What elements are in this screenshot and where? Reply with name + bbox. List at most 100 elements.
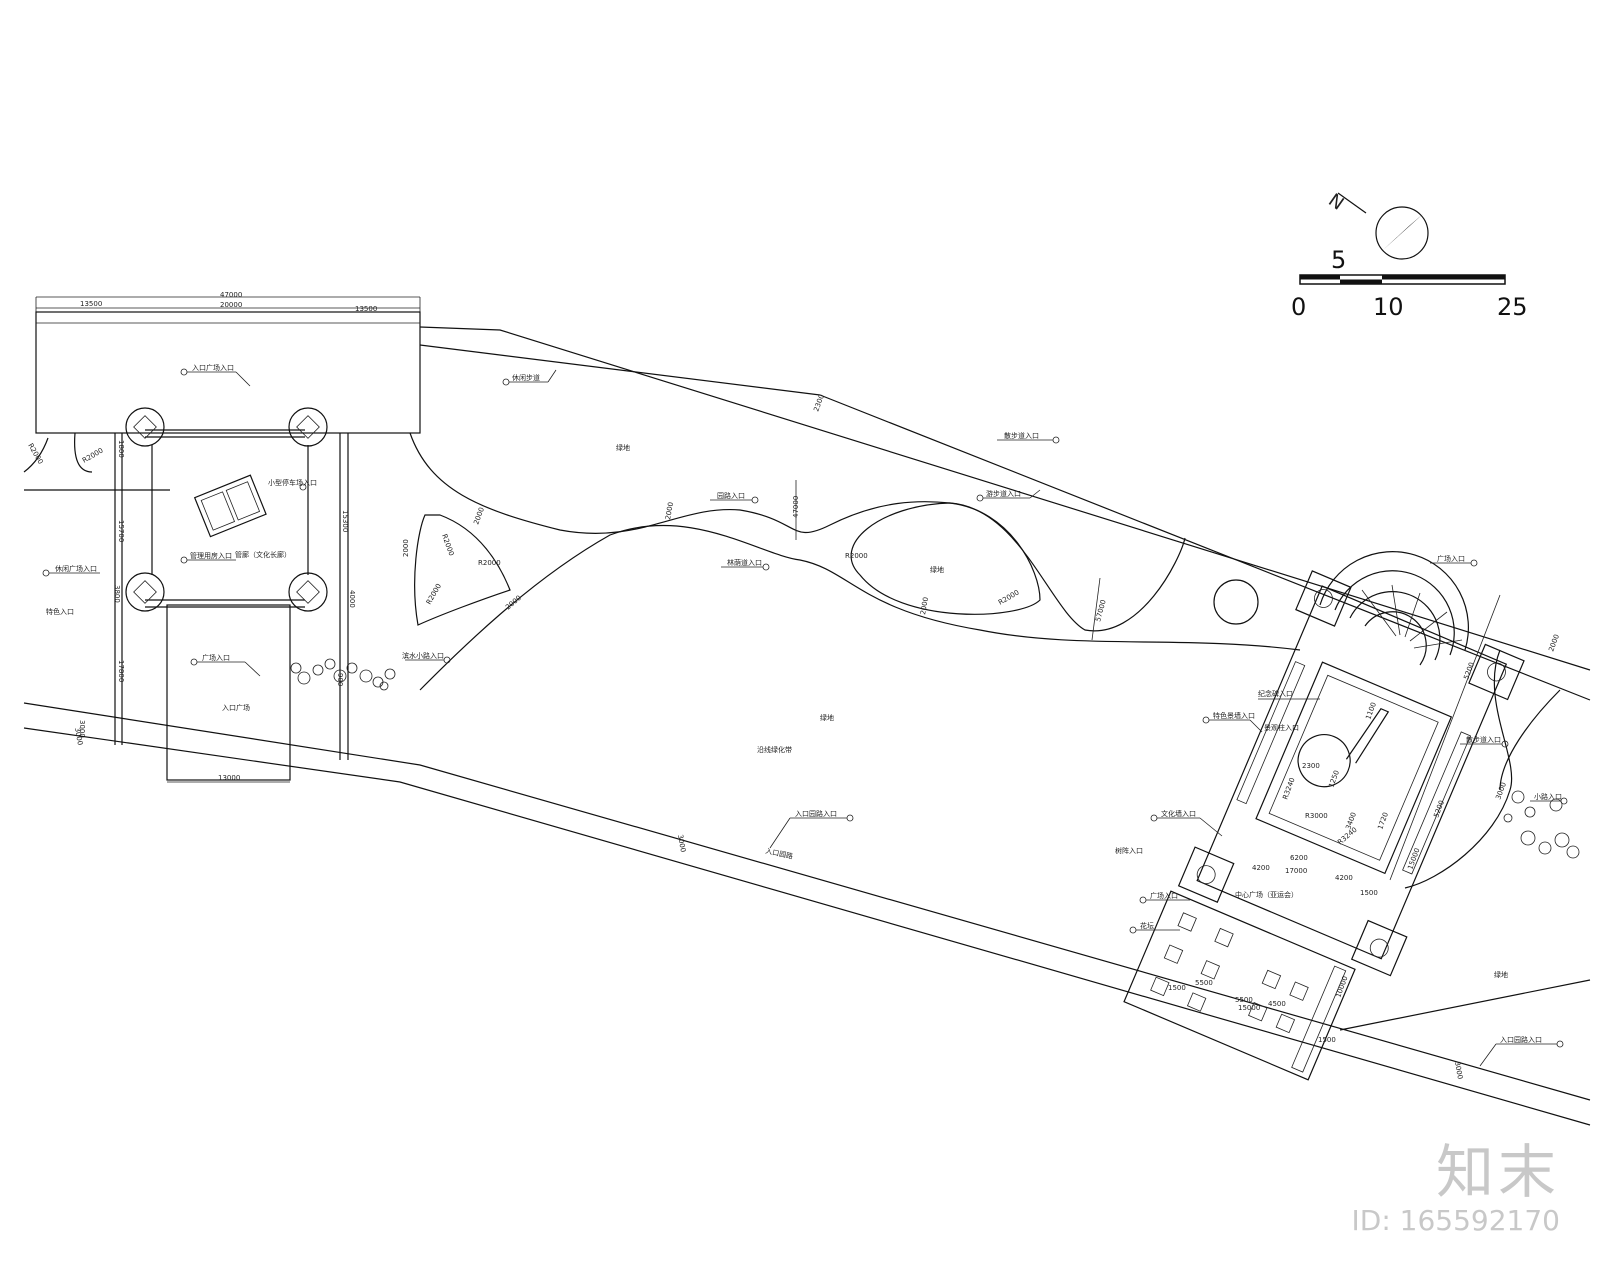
watermark-id: ID: 165592170 [1351, 1204, 1560, 1237]
dim-right-3: 4200 [1335, 874, 1353, 882]
callout-left-0: 入口广场入口 [192, 363, 234, 372]
dim-fountain-1: R3240 [1281, 777, 1296, 801]
scale-bar: 0 5 10 25 [1291, 246, 1528, 321]
dim-bottom-1: 5500 [1195, 979, 1213, 987]
dim-fountain-5: 1100 [1364, 701, 1378, 720]
scale-tick-25: 25 [1497, 293, 1528, 321]
dim-curve-3: 2000 [664, 501, 675, 520]
dim-left-3: 3000 [78, 720, 86, 738]
area-labels: 绿地 绿地 绿地 绿地 沿线绿化带 入口广场 管廊（文化长廊） 中心广场（亚运会… [222, 443, 1508, 979]
dim-curve-1: 2000 [472, 506, 486, 525]
label-lawn-2: 绿地 [820, 713, 834, 722]
dim-radius-4: R2000 [425, 582, 443, 606]
dim-road-2: 3000 [1453, 1061, 1464, 1080]
dim-bottom-3: 4500 [1268, 1000, 1286, 1008]
label-central-square: 中心广场（亚运会） [1235, 890, 1298, 899]
dim-right-9: 1500 [1360, 889, 1378, 897]
right-plaza: 4200 6200 17000 4200 5200 15000 5200 300… [1123, 551, 1561, 1081]
callout-right-6: 广场入口 [1150, 891, 1178, 900]
callout-right-9: 入口园路入口 [1500, 1035, 1542, 1044]
curved-paths: R2000 R2000 R2000 R2000 R2000 2000 2000 … [402, 432, 1301, 691]
building-block: 47000 13500 20000 13500 [35, 291, 421, 434]
label-lawn-0: 绿地 [616, 443, 630, 452]
dim-fountain-0: R3000 [1305, 812, 1328, 820]
callout-mid-2: 散步道入口 [1004, 431, 1039, 440]
scale-tick-0: 0 [1291, 293, 1306, 321]
scale-tick-10: 10 [1373, 293, 1404, 321]
callout-mid-6: 入口园路入口 [795, 809, 837, 818]
dim-right-5: 15000 [1406, 847, 1421, 871]
north-letter: N [1324, 190, 1347, 215]
label-lawn-1: 绿地 [930, 565, 944, 574]
label-road: 入口园路 [765, 846, 794, 861]
callouts: 入口广场入口 管理用房入口 休闲广场入口 特色入口 广场入口 小型停车场入口 休… [42, 363, 1568, 1067]
callout-left-2: 休闲广场入口 [55, 564, 97, 573]
dim-right-8: 1720 [1376, 811, 1390, 830]
callout-mid-4: 林荫道入口 [727, 558, 762, 567]
dim-right-1: 6200 [1290, 854, 1308, 862]
label-pavilion: 管廊（文化长廊） [235, 550, 291, 559]
callout-right-7: 花坛 [1140, 921, 1154, 930]
dim-curve-5: 57000 [1094, 599, 1107, 623]
callout-mid-0: 休闲步道 [512, 373, 540, 382]
dim-top-mid: 20000 [220, 301, 242, 309]
dim-curve-6: 2000 [919, 596, 930, 615]
callout-right-3: 纪念碑入口 [1258, 689, 1293, 698]
callout-right-8: 小路入口 [1534, 792, 1562, 801]
callout-mid-3: 游步道入口 [986, 489, 1021, 498]
scale-tick-5: 5 [1331, 246, 1346, 274]
label-entrance-plaza: 入口广场 [222, 703, 250, 712]
dim-radius-1: R2000 [81, 446, 105, 464]
dim-fountain-2: 2300 [1302, 762, 1320, 770]
dim-bottom-2: 5500 [1235, 996, 1253, 1004]
callout-left-1: 管理用房入口 [190, 551, 232, 560]
dim-right-6: 5200 [1432, 799, 1446, 818]
callout-right-4: 景观柱入口 [1264, 723, 1299, 732]
callout-right-0: 广场入口 [1437, 554, 1465, 563]
callout-left-4: 小型停车场入口 [268, 478, 317, 487]
dim-plaza-width: 13000 [218, 774, 240, 782]
dim-road-0: 3000 [73, 727, 84, 746]
dim-road-3: 2300 [812, 393, 826, 412]
dim-radius-5: R2000 [845, 552, 868, 560]
label-shelter-belt: 沿线绿化带 [757, 745, 792, 754]
dim-top-left: 13500 [80, 300, 102, 308]
callout-right-10: 散步道入口 [1466, 735, 1501, 744]
dim-left-0: 1800 [117, 440, 125, 458]
callout-mid-5: 滨水小路入口 [402, 651, 444, 660]
callout-right-5: 树阵入口 [1115, 846, 1143, 855]
watermark-logo: 知末 [1435, 1138, 1560, 1206]
dim-mid-2: 3800 [113, 585, 121, 603]
dim-radius-0: R2000 [26, 442, 44, 466]
dim-mid-1: 4000 [348, 590, 356, 608]
dim-top-total: 47000 [220, 291, 242, 299]
callout-left-5: 广场入口 [202, 653, 230, 662]
watermark: 知末 ID: 165592170 [1352, 1140, 1560, 1238]
dim-road-4: 2000 [1547, 633, 1561, 652]
dim-radius-2: R2000 [440, 533, 455, 557]
dim-fountain-3: 1250 [1327, 769, 1341, 788]
dim-right-2: 17000 [1285, 867, 1307, 875]
road-lines: 3000 3000 3000 2300 2000 [23, 326, 1591, 1126]
left-plaza: 13000 15700 17800 1800 15300 4000 3800 9… [23, 407, 356, 783]
callout-right-2: 特色景墙入口 [1213, 711, 1255, 720]
dim-radius-3: R2000 [478, 559, 501, 567]
dim-right-0: 4200 [1252, 864, 1270, 872]
dim-mid-3: 900 [336, 673, 344, 686]
dim-left-1: 15700 [117, 520, 125, 542]
dim-radius-6: R2000 [997, 588, 1021, 606]
callout-left-3: 特色入口 [46, 607, 74, 616]
shrubs [290, 658, 1580, 859]
dim-curve-2: 2000 [504, 594, 523, 612]
dim-mid-0: 15300 [341, 510, 349, 532]
dim-right-7: 3000 [1494, 781, 1508, 800]
dim-left-2: 17800 [117, 660, 125, 682]
label-lawn-3: 绿地 [1494, 970, 1508, 979]
dim-bottom-4: 15000 [1238, 1004, 1260, 1012]
dim-road-1: 3000 [676, 834, 687, 853]
dim-bottom-0: 1500 [1168, 984, 1186, 992]
dim-bottom-5: 1500 [1318, 1036, 1336, 1044]
callout-mid-1: 园路入口 [717, 491, 745, 500]
dim-top-right: 13500 [355, 305, 377, 313]
